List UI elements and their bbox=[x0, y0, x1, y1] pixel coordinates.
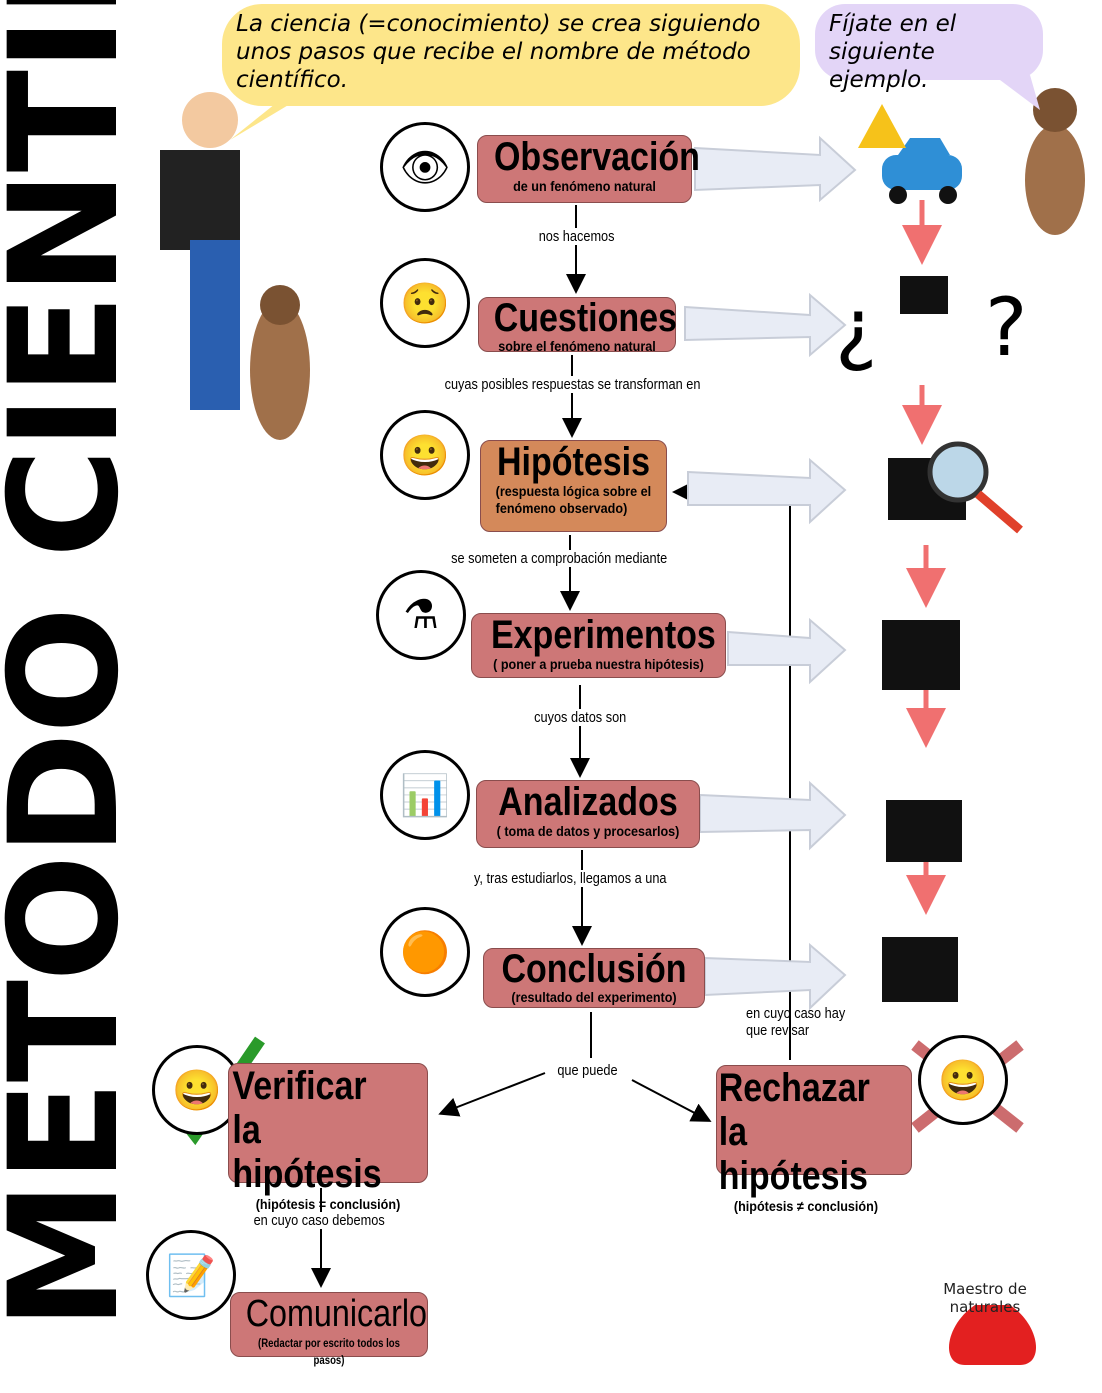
big-arrows bbox=[684, 135, 857, 1011]
network-icon: 🟠 bbox=[380, 907, 470, 997]
eye-icon: 👁 bbox=[380, 122, 470, 212]
battery-illustrations bbox=[882, 276, 1023, 1002]
step-conclusion: Conclusión(resultado del experimento) bbox=[483, 948, 705, 1008]
logo-text: Maestro de naturales bbox=[943, 1280, 1027, 1316]
person-illustration bbox=[160, 92, 310, 440]
step-analizados: Analizados( toma de datos y procesarlos) bbox=[476, 780, 700, 848]
connector-label: y, tras estudiarlos, llegamos a una bbox=[472, 870, 669, 887]
connector-label: en cuyo caso debemos bbox=[251, 1212, 387, 1229]
svg-text:?: ? bbox=[985, 281, 1027, 374]
connector-label: nos hacemos bbox=[536, 228, 617, 245]
warning-icon bbox=[858, 104, 906, 148]
example-speech-bubble: Fíjate en el siguiente ejemplo. bbox=[815, 4, 1043, 93]
idea-face-icon: 😀 bbox=[380, 410, 470, 500]
connector-label: cuyos datos son bbox=[532, 709, 628, 726]
connector-label: en cuyo caso hay que revisar bbox=[746, 1005, 846, 1039]
step-hipotesis: Hipótesis(respuesta lógica sobre el fenó… bbox=[480, 440, 667, 532]
arrow-reject bbox=[631, 1079, 712, 1122]
questioning-face-icon: 😟 bbox=[380, 258, 470, 348]
logo bbox=[948, 1305, 1037, 1365]
chart-magnifier-icon: 📊 bbox=[380, 750, 470, 840]
connector-label: se someten a comprobación mediante bbox=[449, 550, 669, 567]
step-verificar: Verificar la hipótesis(hipótesis = concl… bbox=[228, 1063, 428, 1212]
car-icon bbox=[882, 138, 962, 204]
step-experimentos: Experimentos( poner a prueba nuestra hip… bbox=[471, 613, 726, 678]
dog-illustration bbox=[1025, 88, 1085, 235]
intro-speech-bubble: La ciencia (=conocimiento) se crea sigui… bbox=[222, 4, 800, 106]
idea-face-reject-icon: 😀 bbox=[918, 1035, 1008, 1125]
svg-text:¿: ¿ bbox=[835, 281, 877, 374]
connector-label: cuyas posibles respuestas se transforman… bbox=[442, 376, 703, 393]
step-rechazar: Rechazar la hipótesis(hipótesis ≠ conclu… bbox=[716, 1065, 912, 1214]
document-pen-icon: 📝 bbox=[146, 1230, 236, 1320]
connector-label: que puede bbox=[555, 1062, 620, 1079]
arrow-verify bbox=[438, 1072, 546, 1117]
step-comunicarlo: Comunicarlo(Redactar por escrito todos l… bbox=[230, 1292, 428, 1367]
idea-face-verify-icon: 😀 bbox=[152, 1045, 242, 1135]
lab-flask-icon: ⚗ bbox=[376, 570, 466, 660]
